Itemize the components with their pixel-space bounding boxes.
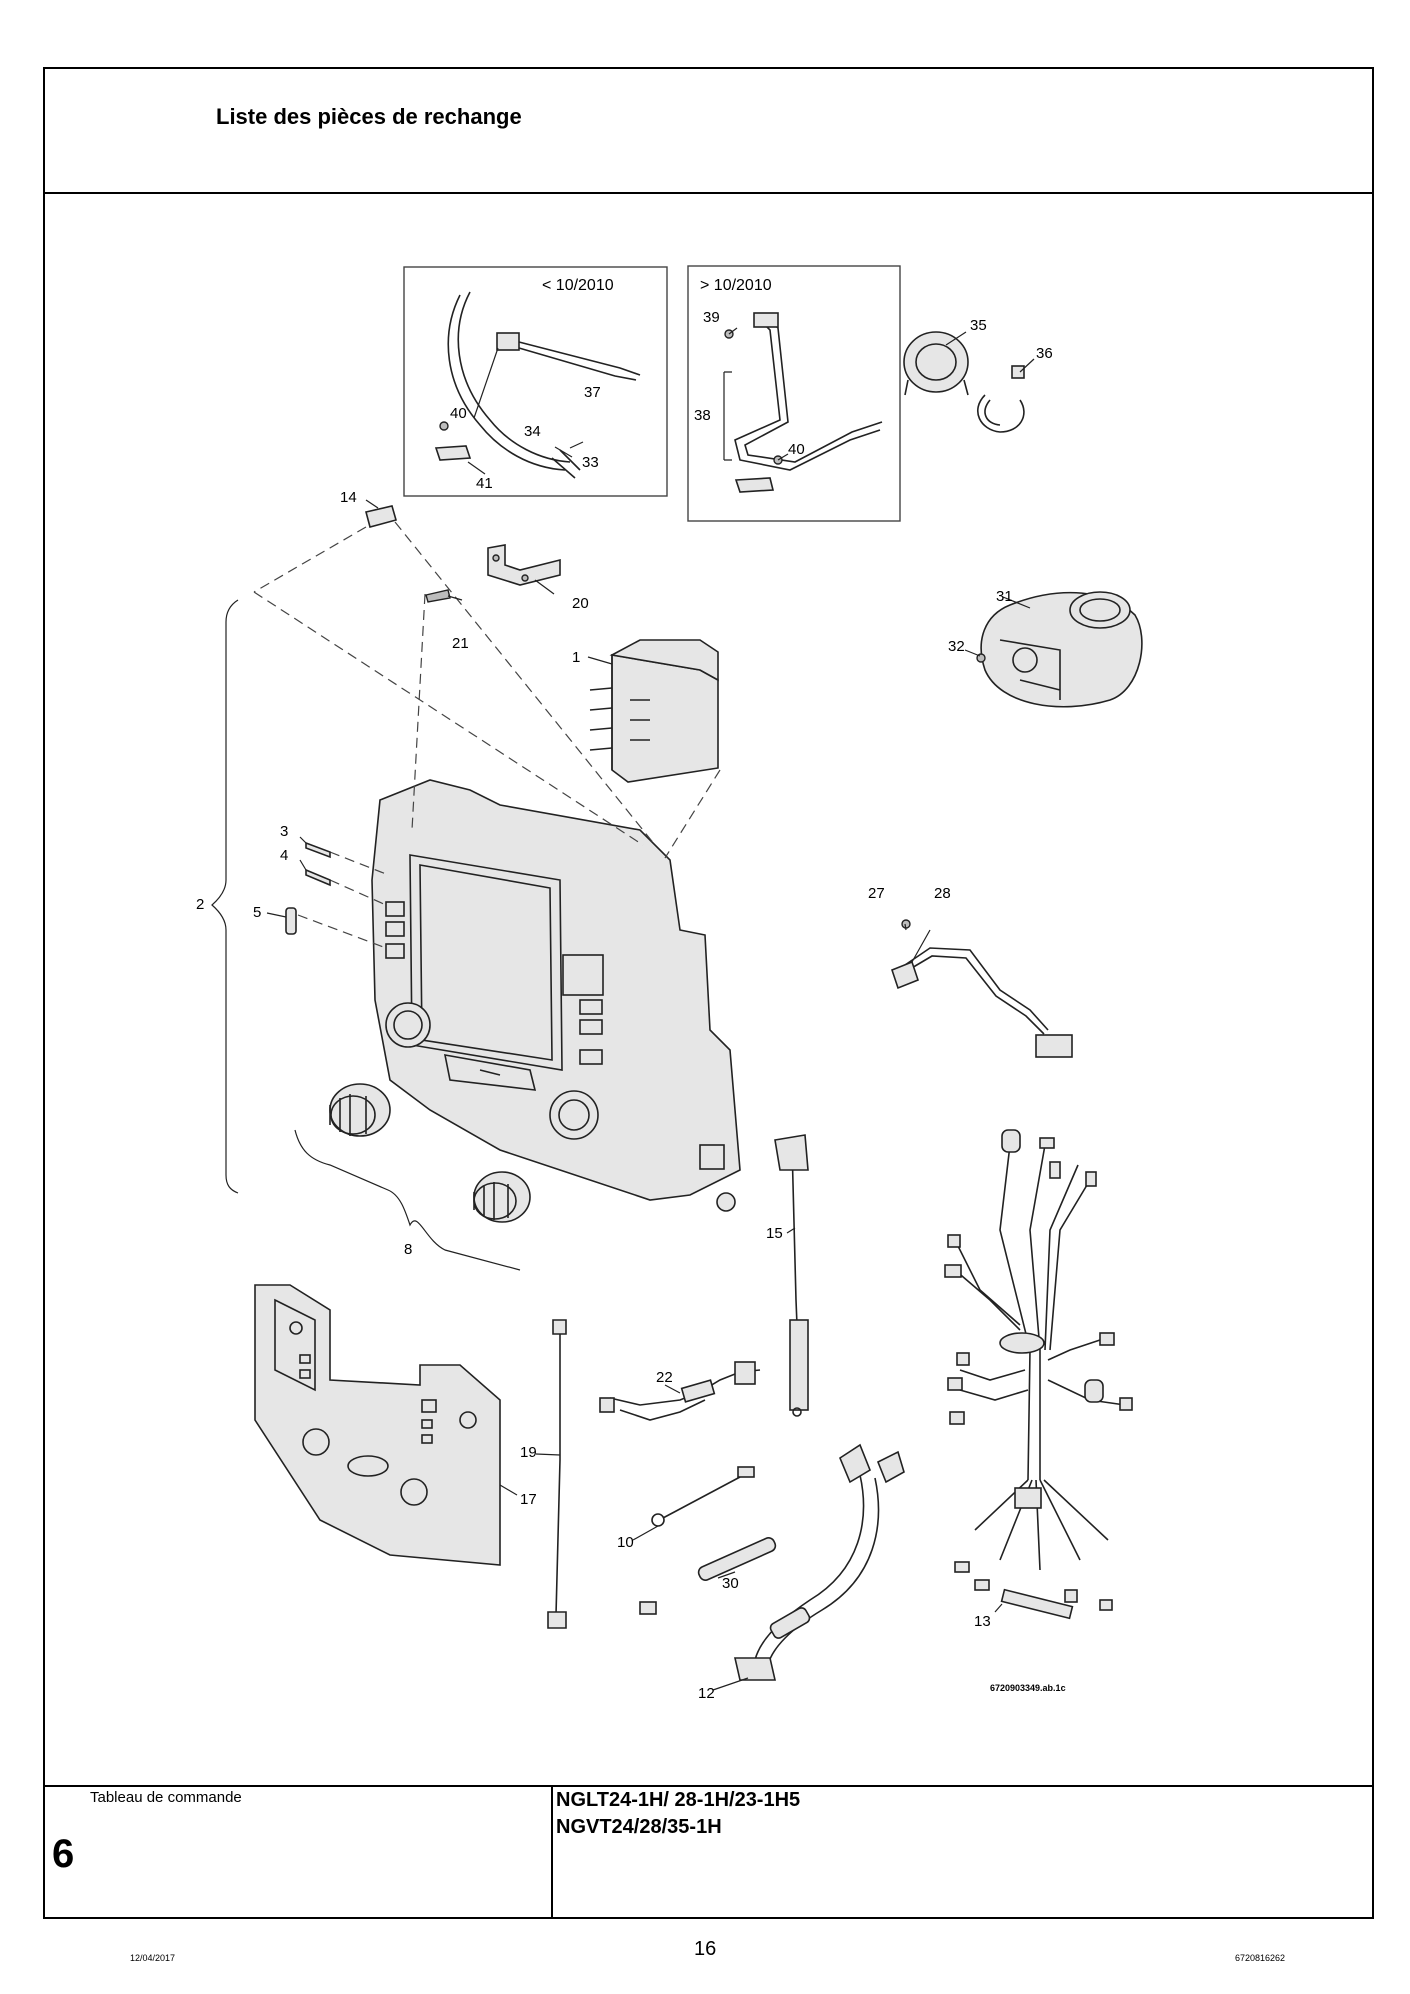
callout-3: 3 [280,823,288,840]
model-list-line-1: NGLT24-1H/ 28-1H/23-1H5 [556,1789,801,1811]
document-title: Liste des pièces de rechange [216,104,522,129]
document-date: 12/04/2017 [130,1953,176,1963]
part-14-cover [365,505,397,528]
callout-31: 31 [996,588,1013,605]
callout-12: 12 [698,1685,715,1702]
callout-4: 4 [280,847,288,864]
callout-20: 20 [572,595,589,612]
part-13-wiring-harness [944,1129,1133,1620]
part-19-cable [547,1319,567,1629]
header-divider [43,192,1374,194]
page-frame [43,67,1374,1919]
callout-19: 19 [520,1444,537,1461]
part-21-screw [425,589,451,603]
section-number: 6 [52,1832,75,1876]
callout-13: 13 [974,1613,991,1630]
callout-38: 38 [694,407,711,424]
section-name: Tableau de commande [90,1789,242,1806]
callout-37: 37 [584,384,601,401]
callout-34: 34 [524,423,541,440]
part-36-clip [977,365,1025,433]
part-31-fan [976,591,1143,708]
model-list-line-2: NGVT24/28/35-1H [556,1816,722,1838]
callout-30: 30 [722,1575,739,1592]
callout-27: 27 [868,885,885,902]
parts-3-4-5-fuses [285,841,331,935]
callout-40-before: 40 [450,405,467,422]
callout-22: 22 [656,1369,673,1386]
leader-lines [266,327,1035,1691]
callout-41: 41 [476,475,493,492]
callout-21: 21 [452,635,469,652]
variant-box-after: > 10/2010 [687,265,901,522]
variant-box-before: < 10/2010 [403,266,668,497]
part-30-sleeve [639,1537,777,1615]
callout-35: 35 [970,317,987,334]
callout-1: 1 [572,649,580,666]
callout-15: 15 [766,1225,783,1242]
page-number: 16 [694,1938,717,1960]
callout-2: 2 [196,896,204,913]
callout-8: 8 [404,1241,412,1258]
part-15-cable [774,1134,809,1417]
part-20-bracket [487,544,561,586]
callout-40-after: 40 [788,441,805,458]
callout-36: 36 [1036,345,1053,362]
callout-17: 17 [520,1491,537,1508]
callout-33: 33 [582,454,599,471]
dashed-assembly-lines [253,521,721,949]
part-12-ignition-lead [733,1443,905,1681]
part-1-transformer [589,639,719,783]
callout-28: 28 [934,885,951,902]
figure-reference: 6720903349.ab.1c [990,1683,1066,1693]
document-code: 6720816262 [1235,1953,1286,1963]
part-35-air-pressure-switch [903,331,969,396]
callout-32: 32 [948,638,965,655]
variant-after-label: > 10/2010 [700,277,772,294]
footer-vertical-divider [551,1785,553,1919]
callout-10: 10 [617,1534,634,1551]
part-8-knobs [329,1083,531,1223]
part-17-front-panel [254,1284,501,1566]
callout-labels: 1 2 3 4 5 8 10 12 13 14 15 17 19 20 21 2… [196,309,1066,1702]
brace-2 [211,599,239,1194]
brace-8 [294,1129,521,1271]
callout-14: 14 [340,489,357,506]
variant-before-label: < 10/2010 [542,277,614,294]
part-2-control-unit [371,779,741,1212]
part-22-sensor [599,1361,761,1421]
part-10-earth-lead [651,1466,755,1527]
footer-divider [43,1785,1374,1787]
part-27-sensor-cable [891,919,1073,1058]
callout-39: 39 [703,309,720,326]
callout-5: 5 [253,904,261,921]
